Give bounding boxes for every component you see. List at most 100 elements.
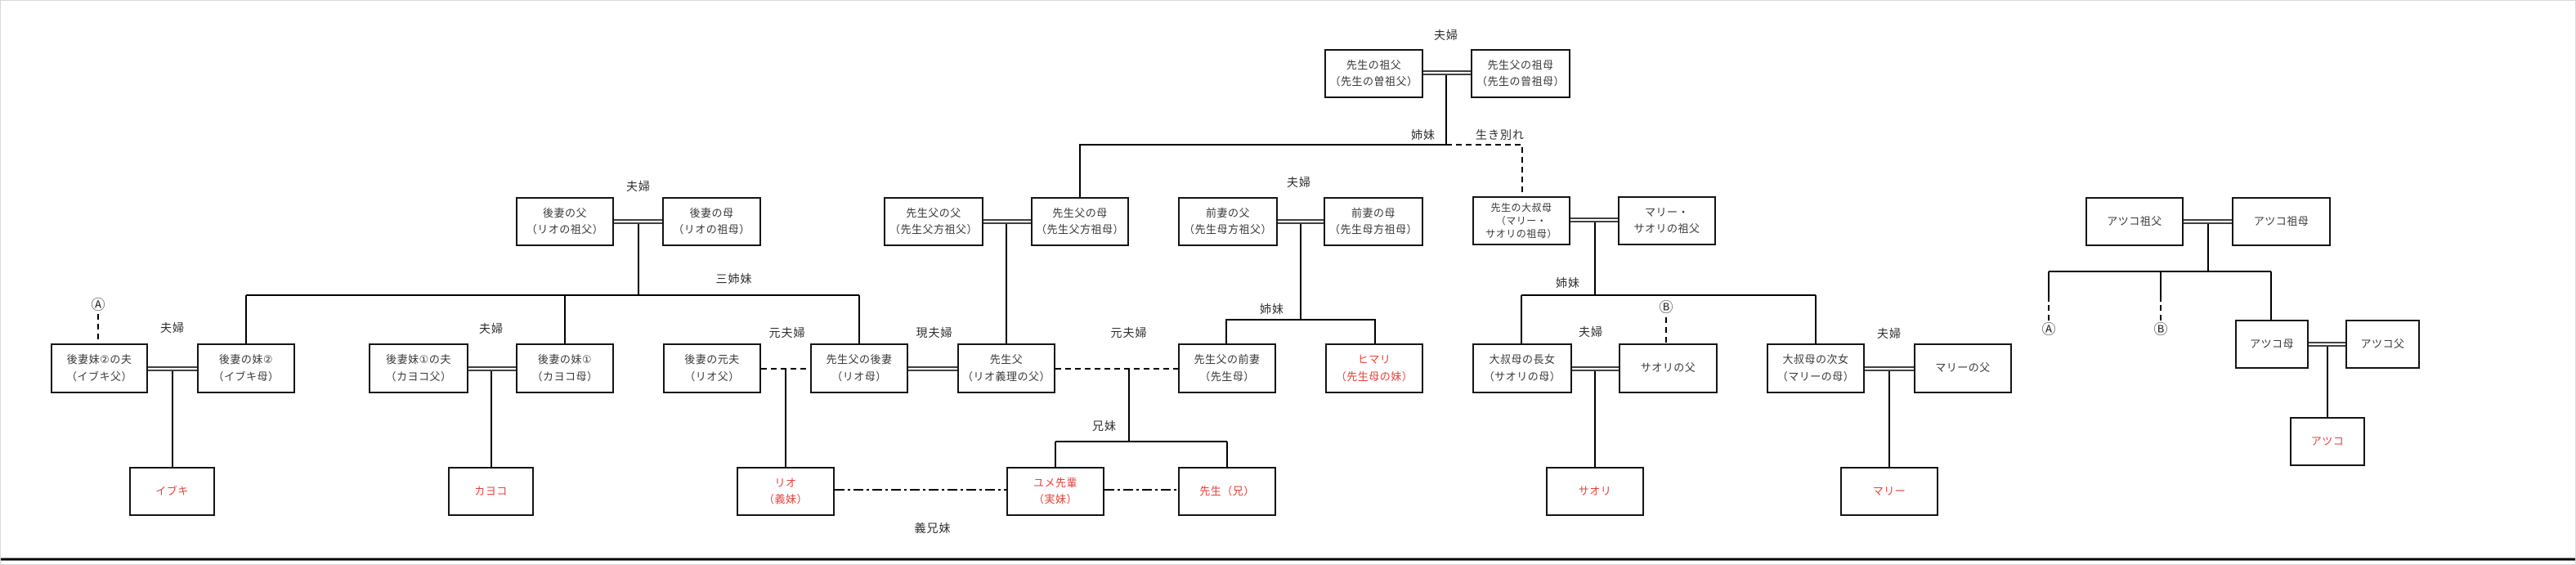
person-box-ibuki[interactable]: イブキ [129, 467, 215, 516]
person-box-ooba-jijo[interactable]: 大叔母の次女 （マリーの母） [1767, 343, 1865, 393]
person-box-gosai-chichi[interactable]: 後妻の父（リオの祖父） [516, 197, 614, 246]
person-box-marie-saori-sofu[interactable]: マリー・サオリの祖父 [1618, 196, 1716, 245]
person-box-atsuko-chichi-line: アツコ父 [2360, 337, 2405, 350]
person-box-gosai-imouto1-line: （カヨコ母） [531, 370, 598, 383]
person-box-gosai-motootto[interactable]: 後妻の元夫 （リオ父） [663, 343, 761, 393]
person-box-rio-line: リオ [774, 476, 797, 489]
person-box-sensei-line: 先生（兄） [1199, 484, 1255, 497]
person-box-zensai-haha-line: （先生母方祖母） [1328, 223, 1418, 235]
person-box-gosai-imouto2-otto[interactable]: 後妻妹②の夫（イブキ父） [51, 343, 148, 393]
person-box-senseichichi-haha[interactable]: 先生父の母（先生父方祖母） [1031, 197, 1129, 246]
person-box-himari-line: ヒマリ [1357, 353, 1391, 366]
person-box-senseichichi-chichi-line: （先生父方祖父） [889, 223, 978, 235]
relationship-label-fufu-ibuki: 夫婦 [160, 321, 185, 334]
relationship-label-gen-fufu: 現夫婦 [916, 326, 953, 339]
person-box-senseichichi-zensai-line: （先生母） [1199, 370, 1255, 383]
person-box-senseichichi-line: （リオ義理の父） [961, 370, 1051, 383]
person-box-senseichichi-chichi[interactable]: 先生父の父 （先生父方祖父） [884, 197, 983, 246]
relationship-label-shimai-top: 姉妹 [1411, 128, 1436, 141]
person-box-senseichichi-sobo[interactable]: 先生父の祖母 （先生の曾祖母） [1471, 49, 1570, 98]
edge-solid-1 [1079, 75, 1447, 197]
edge-solid-9 [1301, 319, 1376, 343]
person-box-ooba-jijo-line: （マリーの母） [1776, 370, 1855, 383]
person-box-ooba-choujo[interactable]: 大叔母の長女（サオリの母） [1472, 343, 1572, 393]
person-box-gosai-imouto2-otto-line: 後妻妹②の夫 [66, 353, 132, 366]
person-box-gosai-imouto1-otto[interactable]: 後妻妹①の夫（カヨコ父） [369, 343, 468, 393]
person-box-zensai-haha[interactable]: 前妻の母 （先生母方祖母） [1324, 197, 1423, 246]
person-box-atsuko-sofu-line: アツコ祖父 [2107, 214, 2162, 227]
person-box-senseichichi-gosai-line: 先生父の後妻 [826, 353, 893, 366]
relationship-label-fufu-zensai-oya: 夫婦 [1287, 176, 1311, 189]
person-box-saori-chichi[interactable]: サオリの父 [1619, 343, 1718, 393]
person-box-yume-senpai[interactable]: ユメ先輩（実妹） [1006, 467, 1104, 516]
person-box-ooba-jijo-line: 大叔母の次女 [1782, 353, 1849, 366]
person-box-zensai-chichi-line: 前妻の父 [1205, 206, 1250, 219]
person-box-senseichichi-gosai-line: （リオ母） [831, 370, 887, 383]
relationship-label-san-shimai: 三姉妹 [715, 272, 753, 285]
edge-solid-8 [1225, 224, 1301, 343]
relationship-label-fufu-gosai-oya: 夫婦 [626, 180, 651, 193]
person-box-saori-line: サオリ [1578, 484, 1612, 497]
person-box-gosai-motootto-line: （リオ父） [684, 370, 740, 383]
person-box-saori-chichi-line: サオリの父 [1640, 361, 1696, 374]
badge-b-mid: Ⓑ [1659, 299, 1673, 316]
person-box-senseichichi-line: 先生父 [989, 353, 1024, 366]
person-box-gosai-imouto1[interactable]: 後妻の妹①（カヨコ母） [516, 343, 614, 393]
person-box-kayoko[interactable]: カヨコ [448, 467, 534, 516]
badge-a-left: Ⓐ [91, 297, 105, 313]
person-box-sensei-ooba-line: サオリの祖母） [1485, 228, 1557, 240]
person-box-zensai-haha-line: 前妻の母 [1351, 206, 1396, 219]
relationship-label-keimai: 兄妹 [1092, 419, 1117, 433]
person-box-gosai-imouto2[interactable]: 後妻の妹②（イブキ母） [197, 343, 295, 393]
person-box-gosai-motootto-line: 後妻の元夫 [684, 353, 740, 366]
person-box-sensei-sofu-line: 先生の祖父 [1346, 58, 1402, 71]
person-box-senseichichi-zensai[interactable]: 先生父の前妻 （先生母） [1178, 343, 1276, 393]
person-box-atsuko-chichi[interactable]: アツコ父 [2345, 320, 2420, 369]
person-box-atsuko-sobo-line: アツコ祖母 [2253, 214, 2309, 227]
person-box-senseichichi[interactable]: 先生父 （リオ義理の父） [957, 343, 1055, 393]
relationship-label-fufu-marie: 夫婦 [1877, 327, 1902, 340]
person-box-senseichichi-sobo-line: （先生の曾祖母） [1476, 75, 1565, 87]
person-box-himari-line: （先生母の妹） [1335, 370, 1413, 383]
person-box-kayoko-line: カヨコ [474, 484, 508, 497]
person-box-gosai-haha[interactable]: 後妻の母（リオの祖母） [662, 197, 761, 246]
person-box-marie[interactable]: マリー [1840, 467, 1938, 516]
person-box-rio[interactable]: リオ （義妹） [737, 467, 835, 516]
relationship-label-fufu-top: 夫婦 [1434, 29, 1458, 42]
person-box-himari[interactable]: ヒマリ （先生母の妹） [1325, 343, 1423, 393]
relationship-label-moto-fufu-1: 元夫婦 [768, 326, 806, 339]
person-box-sensei-ooba[interactable]: 先生の大叔母（マリー・サオリの祖母） [1472, 196, 1570, 245]
relationship-label-shimai-ooba: 姉妹 [1556, 276, 1580, 289]
person-box-sensei[interactable]: 先生（兄） [1178, 467, 1276, 516]
person-box-senseichichi-chichi-line: 先生父の父 [906, 206, 961, 219]
person-box-marie-chichi[interactable]: マリーの父 [1914, 343, 2012, 393]
person-box-atsuko[interactable]: アツコ [2290, 417, 2365, 466]
person-box-sensei-sofu-line: （先生の曽祖父） [1329, 75, 1418, 87]
person-box-atsuko-sobo[interactable]: アツコ祖母 [2232, 197, 2331, 246]
person-box-atsuko-haha[interactable]: アツコ母 [2235, 320, 2309, 369]
person-box-sensei-sofu[interactable]: 先生の祖父 （先生の曽祖父） [1324, 49, 1423, 98]
person-box-atsuko-line: アツコ [2310, 434, 2345, 447]
badge-b-right: Ⓑ [2153, 321, 2168, 338]
person-box-zensai-chichi[interactable]: 前妻の父（先生母方祖父） [1178, 197, 1278, 246]
person-box-atsuko-sofu[interactable]: アツコ祖父 [2085, 197, 2184, 246]
relationship-label-fufu-saori: 夫婦 [1579, 325, 1603, 339]
person-box-yume-senpai-line: ユメ先輩 [1033, 476, 1077, 489]
person-box-gosai-haha-line: （リオの祖母） [673, 223, 750, 235]
relationship-label-fufu-kayoko: 夫婦 [479, 322, 504, 335]
person-box-ibuki-line: イブキ [155, 484, 189, 497]
relationship-label-gi-keimai: 義兄妹 [914, 522, 952, 535]
person-box-rio-line: （義妹） [763, 493, 808, 505]
person-box-sensei-ooba-line: （マリー・ [1495, 214, 1548, 226]
person-box-marie-line: マリー [1872, 484, 1906, 497]
person-box-gosai-imouto2-line: 後妻の妹② [218, 353, 274, 366]
person-box-senseichichi-gosai[interactable]: 先生父の後妻 （リオ母） [810, 343, 908, 393]
person-box-saori[interactable]: サオリ [1546, 467, 1644, 516]
person-box-senseichichi-sobo-line: 先生父の祖母 [1487, 58, 1554, 71]
person-box-ooba-choujo-line: （サオリの母） [1483, 370, 1561, 383]
person-box-senseichichi-zensai-line: 先生父の前妻 [1194, 353, 1261, 366]
relationship-label-shimai-zensai: 姉妹 [1260, 303, 1284, 316]
person-box-senseichichi-haha-line: （先生父方祖母） [1035, 223, 1124, 235]
